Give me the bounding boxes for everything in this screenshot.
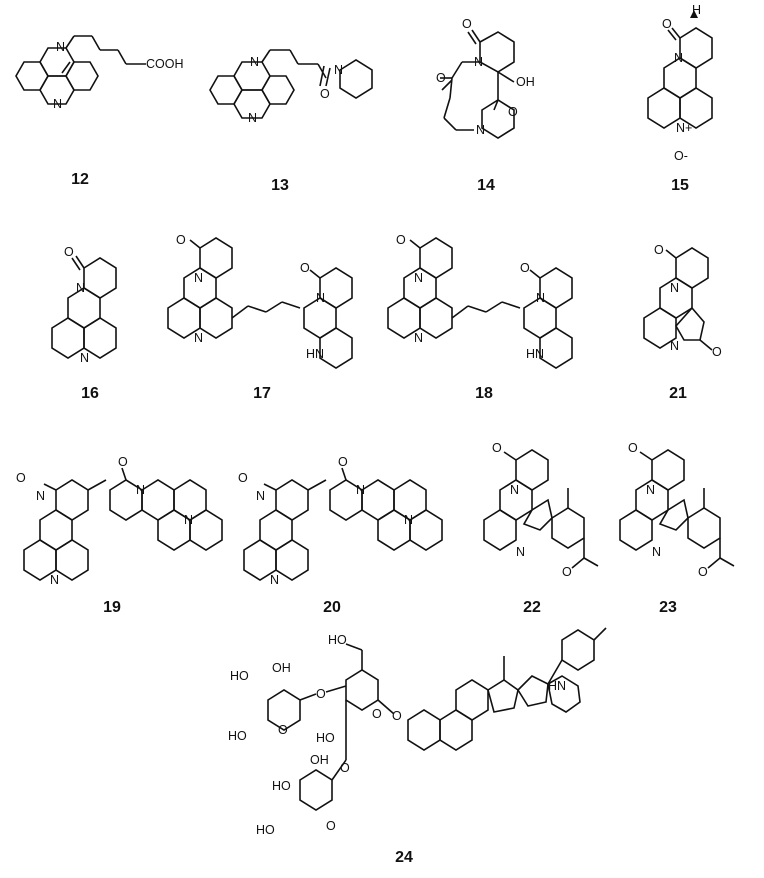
oxygen-label: O	[176, 233, 186, 247]
nitrogen-oxide-label: N+	[676, 121, 692, 135]
nitrogen-label: N	[194, 271, 203, 285]
nitrogen-label: N	[50, 573, 59, 587]
nitrogen-label: N	[250, 55, 259, 69]
nitrogen-label: N	[256, 489, 265, 503]
oxygen-label: O	[338, 455, 348, 469]
nitrogen-label: N	[414, 331, 423, 345]
nitrogen-label: N	[136, 483, 145, 497]
compound-17-structure: O N N O N HN 17	[167, 233, 353, 402]
nitrogen-label: N	[536, 291, 545, 305]
oxygen-label: O	[654, 243, 664, 257]
compound-22-structure: O N N O 22	[483, 441, 599, 616]
nitrogen-label: HN	[548, 679, 566, 693]
compound-16-structure: O N N 16	[51, 245, 117, 402]
oxygen-label: O	[396, 233, 406, 247]
compound-label-23: 23	[659, 599, 677, 616]
nitrogen-label: N	[474, 55, 483, 69]
nitrogen-label: N	[674, 51, 683, 65]
compound-label-12: 12	[71, 171, 89, 188]
oxygen-label: O	[316, 687, 326, 701]
hydroxyl-label: HO	[256, 823, 275, 837]
hydroxyl-label: OH	[310, 753, 329, 767]
oxygen-label: O	[492, 441, 502, 455]
compound-21-structure: O N N O 21	[643, 243, 722, 402]
compound-label-15: 15	[671, 177, 689, 194]
hydroxyl-label: HO	[328, 633, 347, 647]
oxygen-label: O	[340, 761, 350, 775]
nitrogen-label: N	[184, 513, 193, 527]
compound-15-structure: H O N N+ O- 15	[647, 3, 713, 194]
oxygen-label: O	[118, 455, 128, 469]
compound-label-17: 17	[253, 385, 271, 402]
nitrogen-label: N	[270, 573, 279, 587]
nitrogen-label: N	[516, 545, 525, 559]
compound-label-21: 21	[669, 385, 687, 402]
oxygen-label: O	[520, 261, 530, 275]
compound-label-24: 24	[395, 849, 413, 866]
oxygen-label: O	[326, 819, 336, 833]
nitrogen-label: N	[194, 331, 203, 345]
nitrogen-label: N	[670, 339, 679, 353]
hydroxyl-label: OH	[272, 661, 291, 675]
compound-label-14: 14	[477, 177, 495, 194]
oxygen-label: O	[392, 709, 402, 723]
compound-23-structure: O N N O 23	[619, 441, 735, 616]
hydroxyl-label: OH	[516, 75, 535, 89]
oxygen-label: O	[372, 707, 382, 721]
oxygen-label: O	[662, 17, 672, 31]
compound-19-structure: O N N O N N 19	[16, 455, 223, 616]
compound-label-19: 19	[103, 599, 121, 616]
oxygen-label: O	[300, 261, 310, 275]
amine-label: HN	[526, 347, 544, 361]
compound-18-structure: O N N O N HN 18	[387, 233, 573, 402]
nitrogen-label: N	[36, 489, 45, 503]
oxygen-label: O	[462, 17, 472, 31]
amine-label: HN	[306, 347, 324, 361]
nitrogen-label: N	[476, 123, 485, 137]
compound-20-structure: O N N O N N 20	[238, 455, 443, 616]
oxygen-label: O	[278, 723, 288, 737]
oxygen-label: O	[508, 105, 518, 119]
nitrogen-label: N	[248, 111, 257, 125]
oxygen-label: O	[436, 71, 446, 85]
nitrogen-label: N	[646, 483, 655, 497]
nitrogen-label: N	[510, 483, 519, 497]
compound-label-18: 18	[475, 385, 493, 402]
compound-label-20: 20	[323, 599, 341, 616]
oxide-label: O-	[674, 149, 688, 163]
nitrogen-label: N	[334, 63, 343, 77]
nitrogen-label: N	[404, 513, 413, 527]
compound-24-structure: HO OH HO O O HO HO O O O HO OH HO O HN 2…	[228, 627, 607, 866]
nitrogen-label: N	[80, 351, 89, 365]
compound-label-22: 22	[523, 599, 541, 616]
nitrogen-label: N	[356, 483, 365, 497]
oxygen-label: O	[698, 565, 708, 579]
nitrogen-label: N	[56, 40, 65, 54]
nitrogen-label: N	[670, 281, 679, 295]
compound-label-16: 16	[81, 385, 99, 402]
hydroxyl-label: HO	[228, 729, 247, 743]
oxygen-label: O	[238, 471, 248, 485]
hydrogen-label: H	[692, 3, 701, 17]
hydroxyl-label: HO	[272, 779, 291, 793]
compound-label-13: 13	[271, 177, 289, 194]
oxygen-label: O	[562, 565, 572, 579]
nitrogen-label: N	[414, 271, 423, 285]
nitrogen-label: N	[652, 545, 661, 559]
nitrogen-label: N	[316, 291, 325, 305]
hydroxyl-label: HO	[316, 731, 335, 745]
oxygen-label: O	[16, 471, 26, 485]
compound-14-structure: N O O N OH O 14	[436, 17, 535, 194]
cooh-label: COOH	[146, 57, 184, 71]
nitrogen-label: N	[53, 97, 62, 111]
compound-12-structure: N N COOH 12	[15, 35, 184, 188]
oxygen-label: O	[628, 441, 638, 455]
oxygen-label: O	[64, 245, 74, 259]
hydroxyl-label: HO	[230, 669, 249, 683]
oxygen-label: O	[712, 345, 722, 359]
oxygen-label: O	[320, 87, 330, 101]
compound-13-structure: N N N O 13	[209, 49, 373, 194]
nitrogen-label: N	[76, 281, 85, 295]
